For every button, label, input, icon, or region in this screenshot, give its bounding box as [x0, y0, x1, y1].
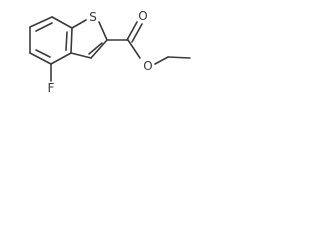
bond-c-o-double: [126, 21, 138, 41]
bond: [70, 52, 92, 59]
fluorine-atom-label: F: [48, 81, 55, 95]
bond: [50, 52, 72, 65]
double-bond-inner: [35, 49, 51, 58]
double-bond-inner: [65, 31, 68, 51]
bond: [29, 52, 52, 65]
bond-ch2-ch3: [167, 56, 191, 59]
bond-o-ch2: [154, 56, 169, 65]
benzene-ring: [29, 16, 73, 65]
carbonyl-oxygen-label: O: [138, 9, 147, 23]
ester-oxygen-label: O: [143, 59, 152, 73]
bond: [71, 19, 87, 29]
bond: [29, 16, 53, 28]
thiophene-ring: [70, 19, 108, 59]
bond: [98, 21, 108, 41]
bond-c-o-double: [131, 23, 143, 43]
sulfur-atom-label: S: [89, 10, 97, 24]
bond: [51, 16, 73, 29]
molecule-structure: S F O O: [29, 9, 191, 95]
double-bond-inner: [35, 22, 53, 32]
ester-group: [106, 21, 191, 65]
bond: [90, 39, 108, 59]
double-bond-inner: [88, 42, 103, 55]
bond-c-o-single: [127, 39, 141, 59]
bond: [70, 27, 73, 54]
